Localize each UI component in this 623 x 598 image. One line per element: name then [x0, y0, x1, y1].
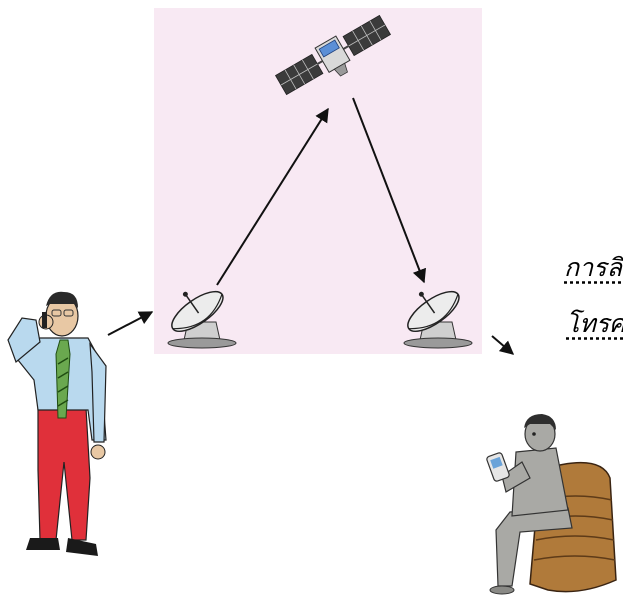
caller-to-dish-arrow	[108, 312, 152, 335]
man-on-phone-icon	[8, 292, 106, 556]
caption-line: การลิ	[564, 248, 622, 288]
man-with-mobile-phone-icon	[486, 414, 616, 594]
dish-to-receiver-arrow	[492, 336, 513, 354]
caption-line: โทรศ	[566, 304, 623, 344]
